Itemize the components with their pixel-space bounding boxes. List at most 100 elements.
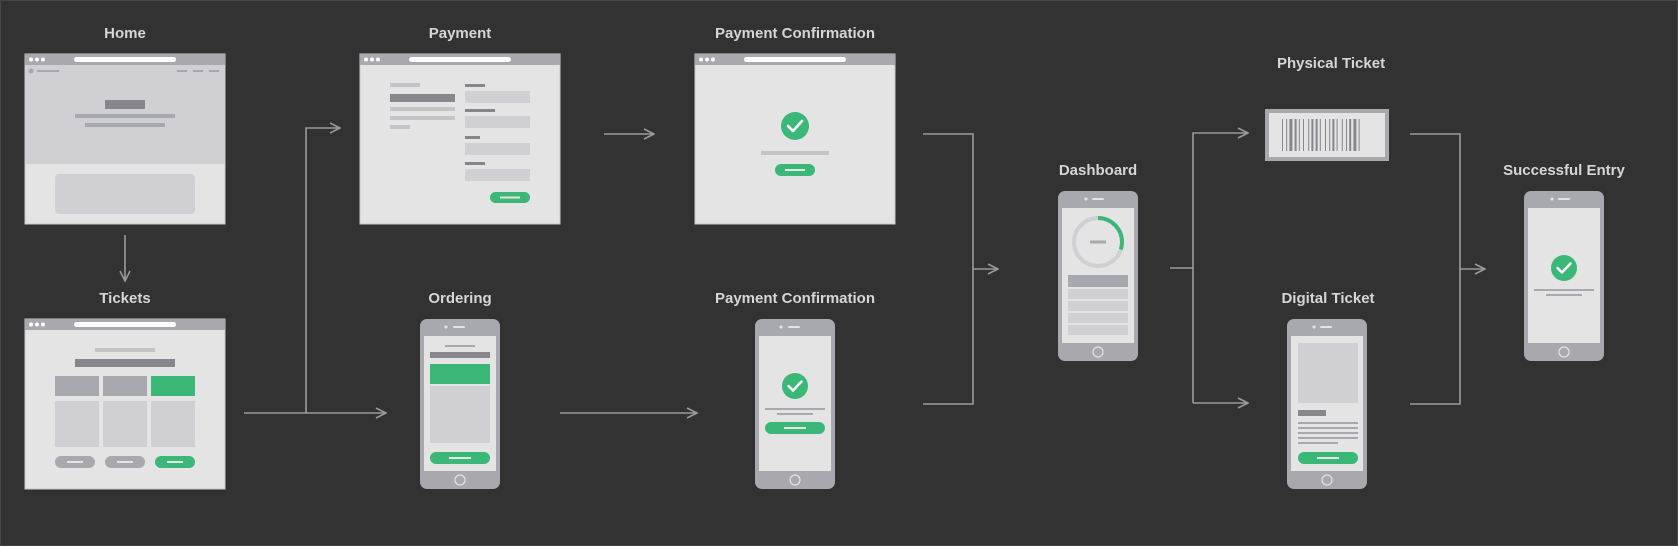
barcode-stripe <box>1358 119 1360 151</box>
address-bar <box>74 57 176 62</box>
phone-camera-icon <box>444 325 448 329</box>
screen-payment-confirmation-mobile <box>755 319 835 489</box>
home-button-icon <box>1092 346 1104 358</box>
dashboard-row <box>1068 301 1128 311</box>
window-dot-icon <box>35 57 39 62</box>
window-dot-icon <box>364 57 368 62</box>
label-payment-confirmation-desktop: Payment Confirmation <box>715 25 875 42</box>
dashboard-row <box>1068 325 1128 335</box>
home-button-icon <box>1321 474 1333 486</box>
barcode-stripe <box>1289 119 1293 151</box>
barcode-stripe <box>1353 119 1357 151</box>
window-dot-icon <box>711 57 715 62</box>
arrow-to-physical-ticket <box>1192 133 1248 403</box>
screen-home <box>24 53 226 225</box>
phone-camera-icon <box>1084 197 1088 201</box>
home-button-icon <box>454 474 466 486</box>
label-tickets: Tickets <box>99 290 150 307</box>
barcode-stripe <box>1294 119 1297 151</box>
hero-title <box>105 100 145 109</box>
phone-camera-icon <box>779 325 783 329</box>
dashboard-row <box>1068 289 1128 299</box>
phone-screen <box>759 336 831 471</box>
window-dot-icon <box>41 57 45 62</box>
label-physical-ticket: Physical Ticket <box>1277 55 1385 72</box>
payment-field <box>465 169 530 181</box>
barcode-stripe <box>1325 119 1326 151</box>
barcode-stripe <box>1303 119 1304 151</box>
check-icon <box>1551 255 1577 281</box>
phone-speaker <box>1320 326 1332 328</box>
label-digital-ticket: Digital Ticket <box>1281 290 1374 307</box>
phone-speaker <box>1092 198 1104 200</box>
window-dot-icon <box>705 57 709 62</box>
progress-ring-fill <box>1072 216 1124 268</box>
ticket-option-body <box>103 401 147 447</box>
barcode-stripe <box>1311 119 1314 151</box>
screen-successful-entry <box>1524 191 1604 361</box>
barcode-stripe <box>1346 119 1347 151</box>
window-dot-icon <box>29 57 33 62</box>
barcode-stripe <box>1286 119 1288 151</box>
ticket-option-header <box>55 376 99 396</box>
label-dashboard: Dashboard <box>1059 162 1137 179</box>
ticket-title <box>1298 410 1326 416</box>
window-dot-icon <box>376 57 380 62</box>
ticket-option-body <box>151 401 195 447</box>
ticket-option-header-selected <box>151 376 195 396</box>
barcode-stripe <box>1332 119 1335 151</box>
order-summary-title <box>390 94 455 102</box>
order-details-card <box>430 386 490 443</box>
screen-tickets <box>24 318 226 490</box>
ticket-face <box>1269 113 1385 157</box>
screen-ordering <box>420 319 500 489</box>
logo-icon <box>28 68 34 74</box>
progress-ring-icon <box>1072 216 1124 268</box>
phone-speaker <box>1558 198 1570 200</box>
window-dot-icon <box>699 57 703 62</box>
barcode-stripe <box>1319 119 1321 151</box>
payment-field <box>465 116 530 128</box>
barcode-stripe <box>1298 119 1300 151</box>
barcode-stripe <box>1329 119 1331 151</box>
phone-camera-icon <box>1550 197 1554 201</box>
dashboard-row <box>1068 313 1128 323</box>
barcode-stripe <box>1315 119 1318 151</box>
window-dot-icon <box>29 322 33 327</box>
phone-speaker <box>453 326 465 328</box>
ticket-option-header <box>103 376 147 396</box>
barcode-stripe <box>1341 119 1343 151</box>
content-card <box>55 174 195 214</box>
window-dot-icon <box>370 57 374 62</box>
payment-field <box>465 91 530 103</box>
address-bar <box>744 57 846 62</box>
label-home: Home <box>104 25 146 42</box>
label-successful-entry: Successful Entry <box>1503 162 1625 179</box>
label-payment-confirmation-mobile: Payment Confirmation <box>715 290 875 307</box>
label-ordering: Ordering <box>428 290 491 307</box>
barcode-icon <box>1282 119 1360 151</box>
dashboard-row-header <box>1068 275 1128 287</box>
flow-connectors <box>125 128 1485 413</box>
address-bar <box>409 57 511 62</box>
screen-payment-confirmation-desktop <box>694 53 896 225</box>
window-dot-icon <box>35 322 39 327</box>
screen-physical-ticket <box>1265 109 1389 161</box>
label-payment: Payment <box>429 25 492 42</box>
barcode-stripe <box>1336 119 1338 151</box>
screen-dashboard <box>1058 191 1138 361</box>
window-dot-icon <box>41 322 45 327</box>
address-bar <box>74 322 176 327</box>
barcode-stripe <box>1282 119 1283 151</box>
barcode-stripe <box>1308 119 1310 151</box>
payment-field <box>465 143 530 155</box>
phone-speaker <box>788 326 800 328</box>
arrow-to-payment <box>305 128 340 413</box>
home-button-icon <box>1558 346 1570 358</box>
ticket-image <box>1298 343 1358 403</box>
phone-camera-icon <box>1312 325 1316 329</box>
barcode-stripe <box>1349 119 1352 151</box>
tickets-title <box>75 359 175 367</box>
screen-digital-ticket <box>1287 319 1367 489</box>
home-button-icon <box>789 474 801 486</box>
